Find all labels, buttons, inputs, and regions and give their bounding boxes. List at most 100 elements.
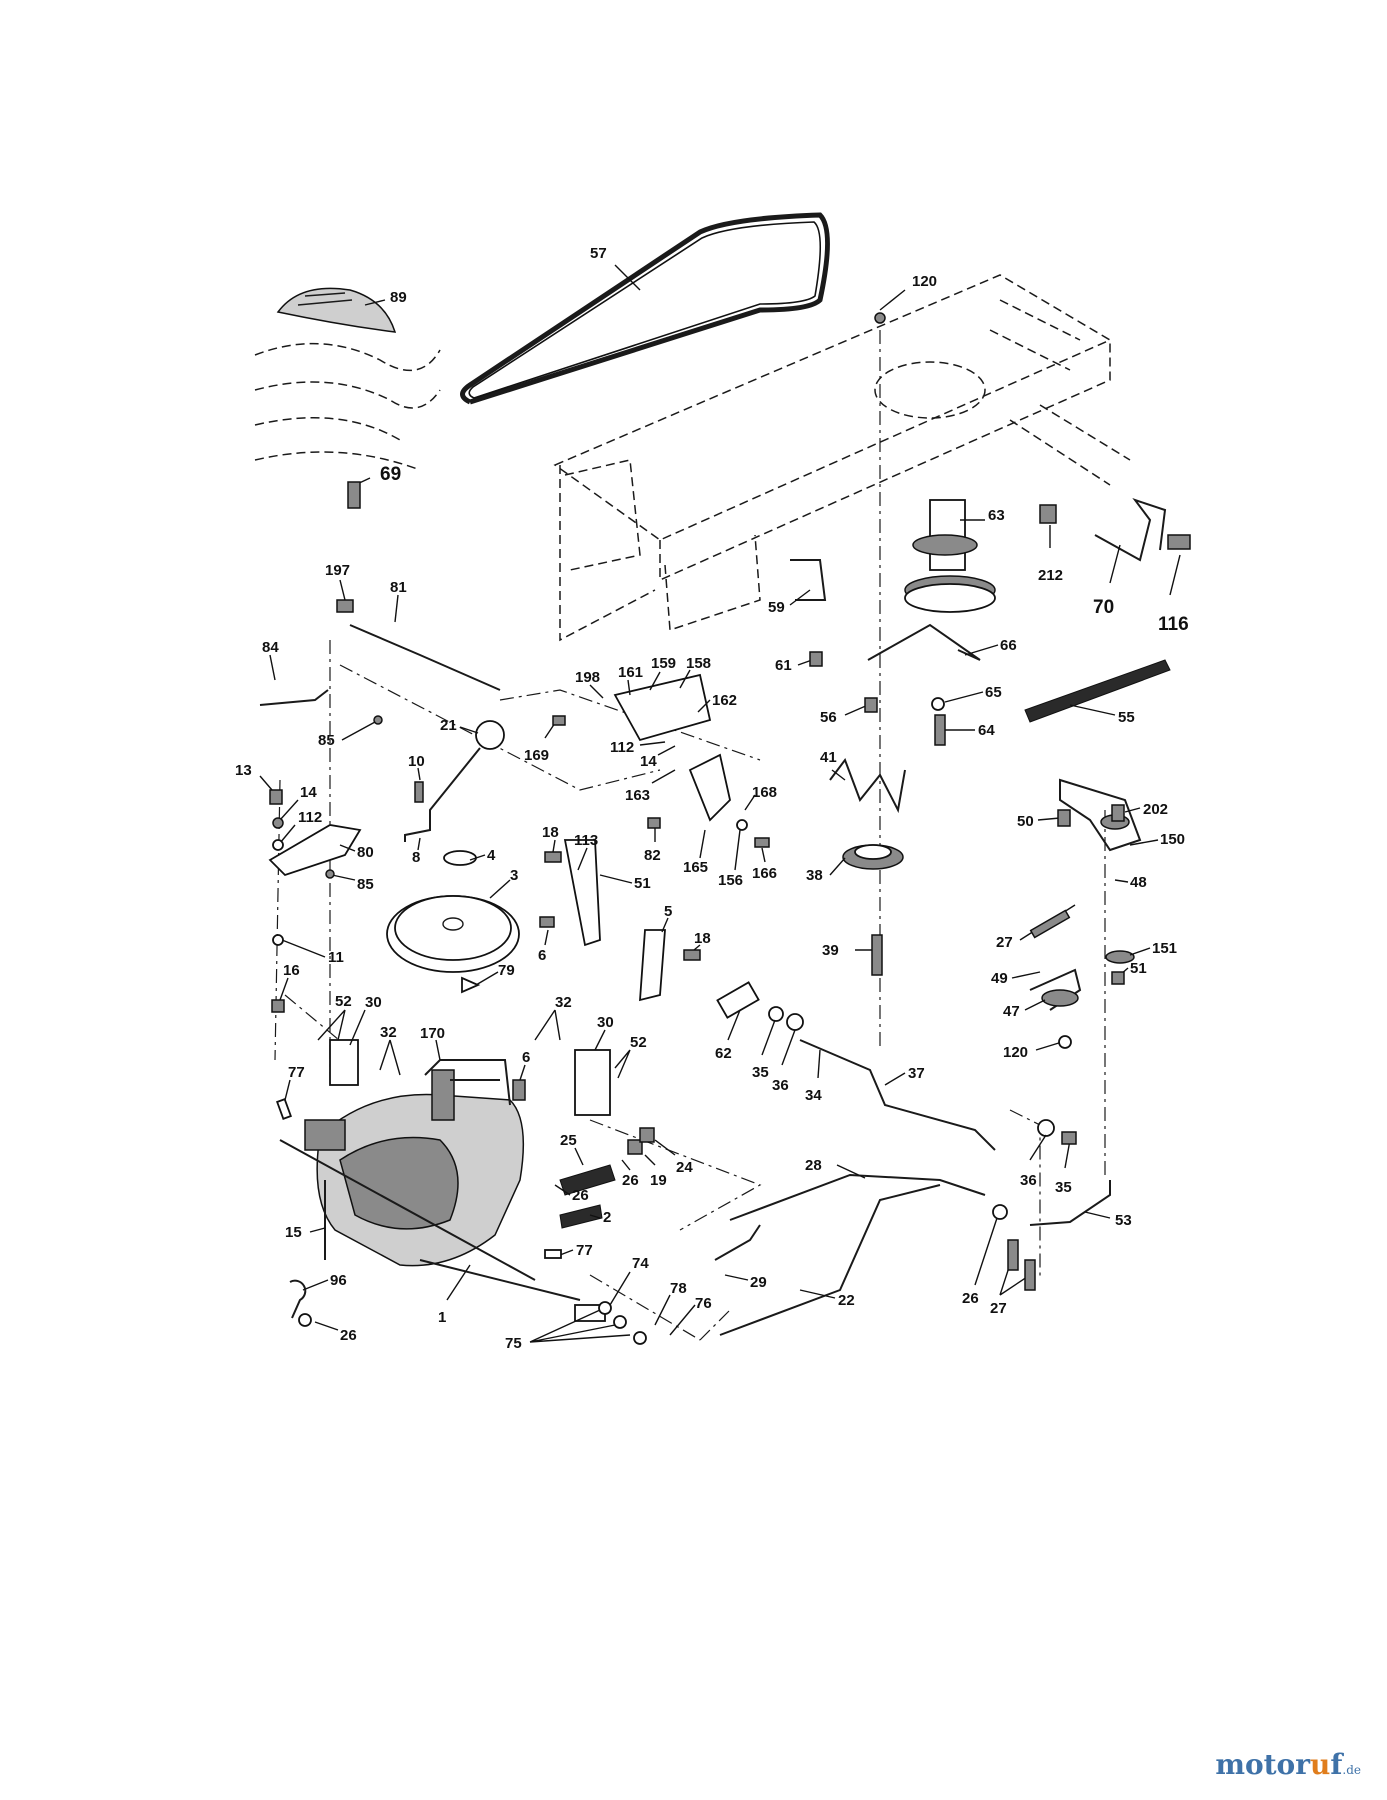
callout-24: 24: [639, 1127, 693, 1176]
callout-75: 75: [505, 1301, 647, 1352]
callout-10: 10: [408, 753, 425, 803]
callout-5: 5: [661, 903, 672, 933]
svg-text:51: 51: [1130, 960, 1147, 977]
callout-51-mid: 51: [599, 874, 651, 892]
callout-212: 212: [1038, 525, 1063, 584]
svg-text:5: 5: [664, 903, 672, 920]
callout-38: 38: [806, 857, 846, 884]
callout-49: 49: [991, 970, 1041, 987]
svg-text:158: 158: [686, 655, 711, 672]
callout-81: 81: [390, 579, 407, 623]
callout-96: 96: [289, 1272, 347, 1319]
callout-28: 28: [805, 1157, 866, 1179]
callout-120-bottom: 120: [1003, 1035, 1072, 1061]
svg-text:74: 74: [632, 1255, 649, 1272]
svg-text:36: 36: [772, 1077, 789, 1094]
svg-text:77: 77: [576, 1242, 593, 1259]
callout-2: 2: [589, 1209, 611, 1226]
svg-text:2: 2: [603, 1209, 611, 1226]
transaxle-1: [279, 1069, 581, 1301]
callout-36-right: 36: [1020, 1134, 1047, 1189]
callout-55: 55: [1069, 704, 1135, 726]
svg-text:197: 197: [325, 562, 350, 579]
svg-text:116: 116: [1158, 614, 1189, 635]
callout-32-right: 32: [534, 994, 572, 1041]
callout-151: 151: [1129, 940, 1177, 957]
callout-112-mid: 112: [610, 739, 666, 756]
callout-64: 64: [934, 714, 995, 746]
svg-text:150: 150: [1160, 831, 1185, 848]
callout-16: 16: [271, 962, 300, 1013]
svg-text:29: 29: [750, 1274, 767, 1291]
callout-163: 163: [625, 769, 676, 804]
svg-text:35: 35: [752, 1064, 769, 1081]
motoruf-watermark[interactable]: motoruf.de: [1215, 1748, 1361, 1781]
svg-text:34: 34: [805, 1087, 822, 1104]
svg-text:81: 81: [390, 579, 407, 596]
callout-197: 197: [325, 562, 354, 613]
callout-62: 62: [715, 1009, 741, 1062]
svg-text:84: 84: [262, 639, 279, 656]
svg-text:27: 27: [996, 934, 1013, 951]
callout-37: 37: [884, 1065, 925, 1086]
svg-text:18: 18: [694, 930, 711, 947]
svg-text:26: 26: [572, 1187, 589, 1204]
callout-11: 11: [272, 934, 344, 966]
callout-34: 34: [805, 1049, 822, 1104]
callout-85-bottom: 85: [325, 869, 374, 893]
svg-text:59: 59: [768, 599, 785, 616]
svg-text:85: 85: [318, 732, 335, 749]
svg-text:166: 166: [752, 865, 777, 882]
callout-76: 76: [669, 1295, 712, 1336]
callout-120-top: 120: [874, 273, 937, 324]
svg-text:30: 30: [597, 1014, 614, 1031]
callout-77-right: 77: [544, 1242, 593, 1259]
svg-text:53: 53: [1115, 1212, 1132, 1229]
callout-26-mid: 26: [621, 1159, 639, 1189]
callout-166: 166: [752, 837, 777, 882]
callout-53: 53: [1084, 1211, 1132, 1229]
svg-text:24: 24: [676, 1159, 693, 1176]
shift-lever-8: [259, 624, 505, 842]
svg-text:32: 32: [555, 994, 572, 1011]
svg-text:15: 15: [285, 1224, 302, 1241]
callout-113: 113: [574, 832, 598, 871]
svg-text:62: 62: [715, 1045, 732, 1062]
callout-18-left: 18: [542, 824, 562, 863]
callout-82: 82: [644, 817, 661, 864]
svg-text:14: 14: [640, 753, 657, 770]
callout-1: 1: [438, 1264, 471, 1326]
callout-80: 80: [339, 844, 374, 861]
callout-8: 8: [412, 837, 421, 866]
svg-text:82: 82: [644, 847, 661, 864]
callout-21: 21: [440, 717, 479, 734]
callout-3: 3: [489, 867, 518, 899]
svg-text:37: 37: [908, 1065, 925, 1082]
callout-47: 47: [1003, 999, 1046, 1020]
svg-text:16: 16: [283, 962, 300, 979]
callout-36-mid: 36: [772, 1029, 796, 1094]
callout-85-top: 85: [318, 715, 383, 749]
callout-30-right: 30: [594, 1014, 614, 1051]
callout-170: 170: [420, 1025, 445, 1061]
callout-18-right: 18: [683, 930, 711, 961]
svg-text:51: 51: [634, 875, 651, 892]
callout-14-mid: 14: [640, 745, 676, 770]
svg-text:10: 10: [408, 753, 425, 770]
callout-27-right: 27: [990, 1239, 1036, 1317]
svg-text:32: 32: [380, 1024, 397, 1041]
callout-56: 56: [820, 697, 878, 726]
callout-52-left: 52: [317, 993, 352, 1041]
svg-text:64: 64: [978, 722, 995, 739]
callout-159: 159: [649, 655, 676, 691]
svg-text:6: 6: [538, 947, 546, 964]
svg-text:8: 8: [412, 849, 420, 866]
pedal-pad-89: [276, 287, 397, 333]
callout-61: 61: [775, 651, 823, 674]
svg-text:26: 26: [962, 1290, 979, 1307]
callout-77-left: 77: [276, 1064, 305, 1120]
svg-text:61: 61: [775, 657, 792, 674]
svg-text:120: 120: [1003, 1044, 1028, 1061]
spindle-pulleys-63: [829, 499, 1171, 870]
